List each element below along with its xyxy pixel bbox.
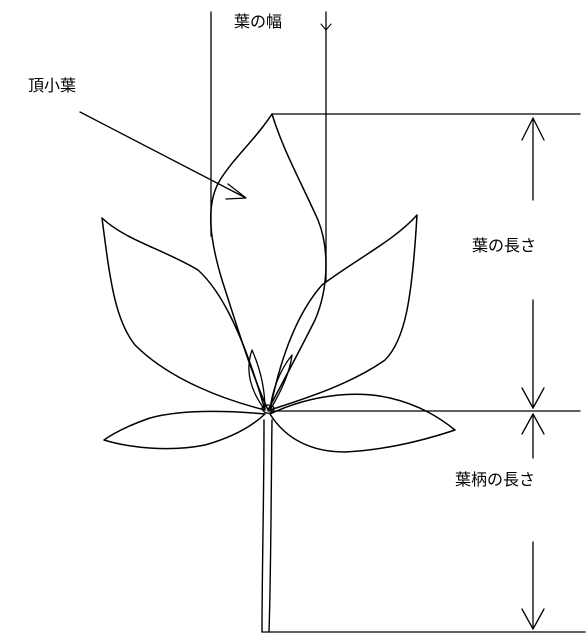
terminal-leaflet (209, 113, 327, 411)
left-lower-leaflet (103, 410, 266, 450)
leaf-length-label: 葉の長さ (472, 236, 537, 255)
leaf-length-arrowhead-bottom (521, 387, 545, 409)
left-upper-leaflet (101, 217, 266, 411)
right-upper-leaflet (269, 214, 418, 411)
petiole-length-arrowhead-top (521, 413, 545, 435)
leaf-length-arrowhead-top (521, 117, 545, 141)
left-inner-leaflet (248, 349, 266, 411)
leaf-width-label: 葉の幅 (234, 12, 283, 31)
terminal-leaflet-pointer (79, 111, 245, 198)
leaf-node (261, 404, 275, 414)
petiole-length-arrowhead-bottom (521, 608, 545, 630)
terminal-leaflet-label: 頂小葉 (28, 76, 77, 95)
right-lower-leaflet (269, 393, 456, 453)
width-arrow-tick (320, 23, 332, 31)
petiole-length-label: 葉柄の長さ (455, 470, 536, 489)
petiole (261, 419, 265, 633)
terminal-leaflet-arrowhead (225, 183, 247, 200)
right-inner-leaflet (269, 354, 293, 411)
petiole-outline (268, 419, 273, 633)
